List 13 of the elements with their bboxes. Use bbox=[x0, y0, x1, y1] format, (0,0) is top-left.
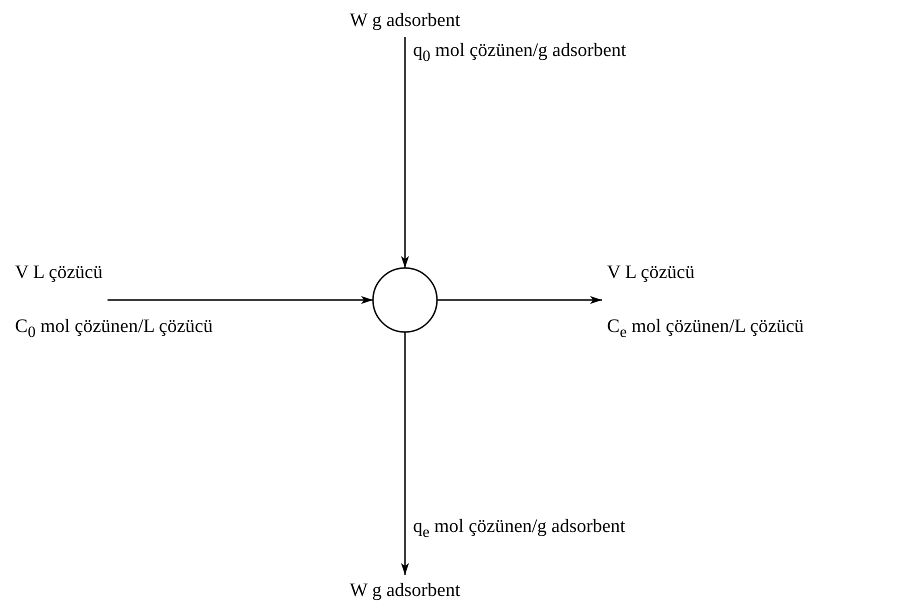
edge-label: q$_{0}$ mol çözünen/g adsorbent bbox=[413, 40, 626, 67]
edge-label: C$_{e}$ mol çözünen/L çözücü bbox=[607, 316, 804, 343]
arrow bbox=[401, 37, 409, 268]
stream-label: V L çözücü bbox=[607, 262, 695, 284]
edge-label: q$_{e}$ mol çözünen/g adsorbent bbox=[413, 516, 626, 543]
arrow bbox=[108, 296, 373, 304]
arrow bbox=[401, 332, 409, 575]
edge-label: C$_{0}$ mol çözünen/L çözücü bbox=[15, 316, 213, 343]
arrow bbox=[437, 296, 602, 304]
stream-label: W g adsorbent bbox=[350, 10, 460, 32]
stream-label: V L çözücü bbox=[15, 262, 103, 284]
process-circle bbox=[372, 267, 438, 333]
stream-label: W g adsorbent bbox=[350, 580, 460, 602]
